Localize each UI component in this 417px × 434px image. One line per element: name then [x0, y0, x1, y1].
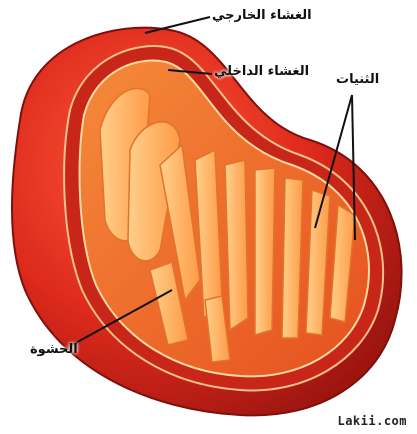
watermark: Lakii.com: [337, 414, 407, 428]
leader-outer: [145, 17, 210, 33]
label-cristae: الثنيات: [336, 72, 379, 87]
label-matrix: الحشوة: [30, 342, 78, 357]
label-inner-membrane: الغشاء الداخلي: [214, 64, 309, 79]
label-outer-membrane: الغشاء الخارجي: [212, 8, 312, 23]
crista-6: [255, 168, 275, 335]
